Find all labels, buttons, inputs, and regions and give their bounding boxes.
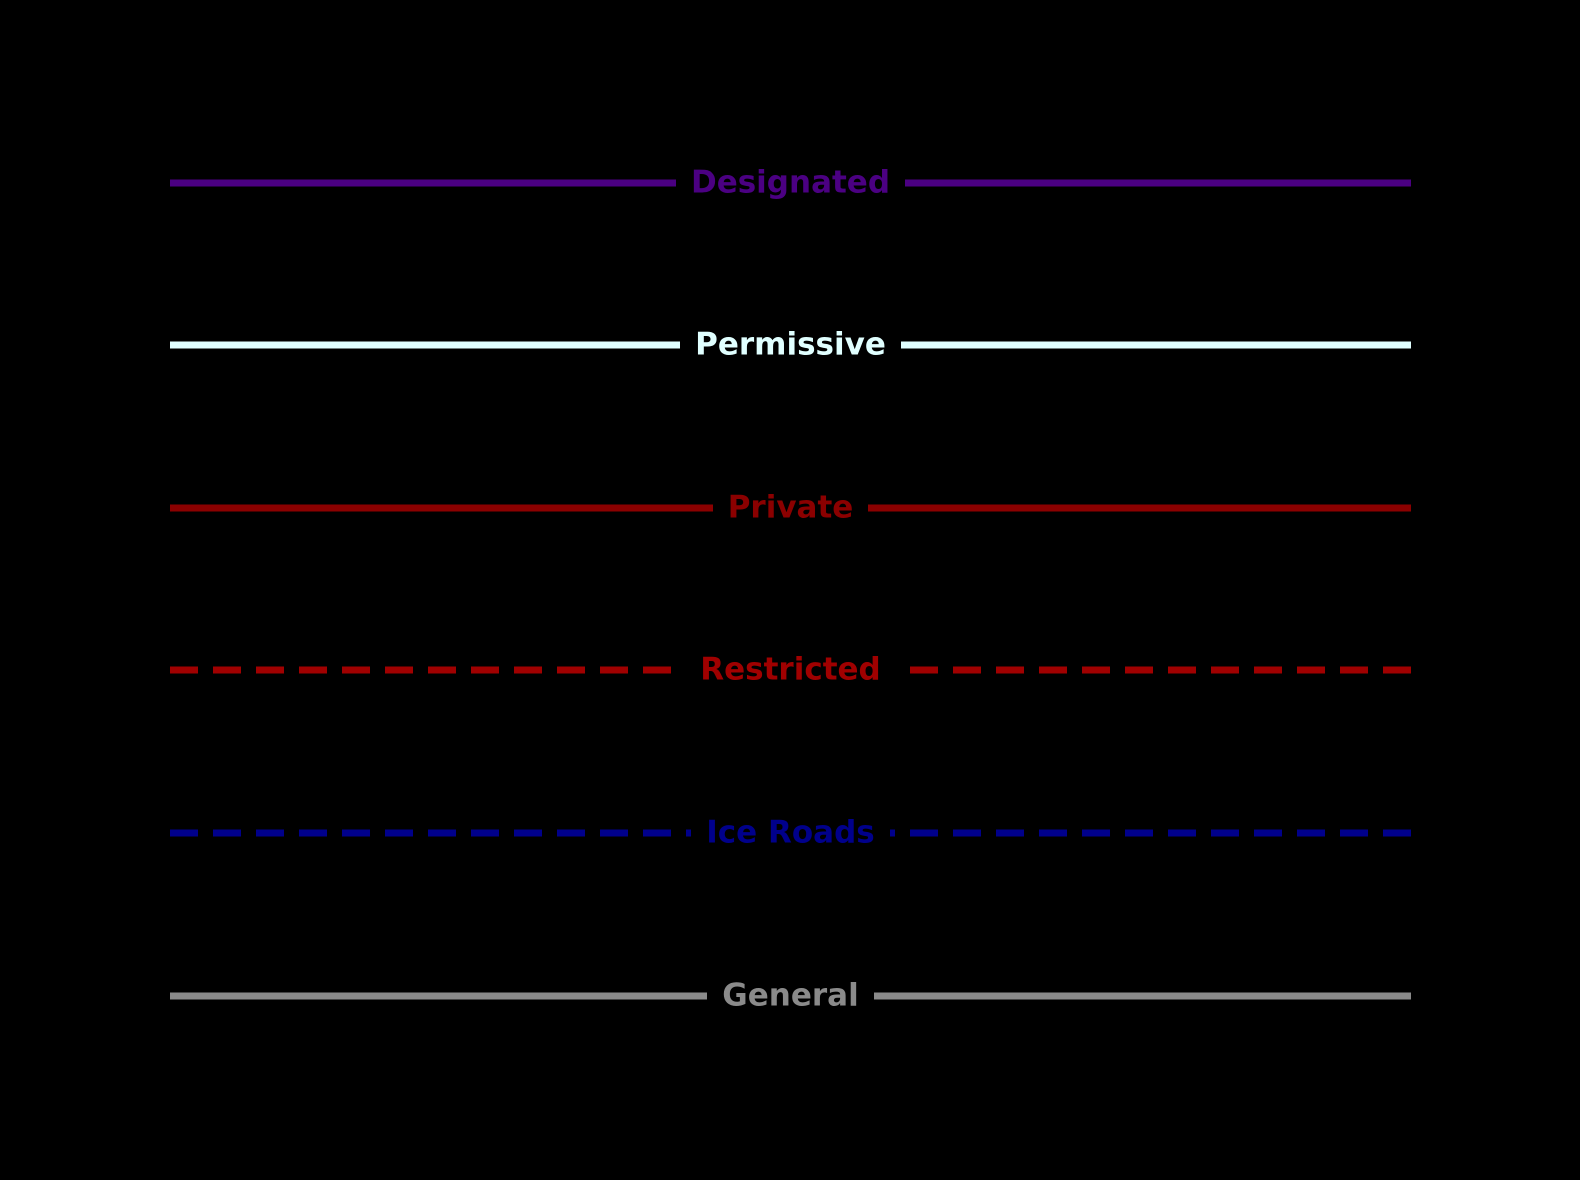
legend-line-right [900, 341, 1412, 349]
legend-label: Ice Roads [706, 814, 875, 851]
legend-row-general: General [170, 977, 1411, 1014]
legend-line-left [170, 992, 708, 1000]
legend-line-left [170, 666, 686, 674]
legend-row-private: Private [170, 489, 1412, 526]
legend-label: Restricted [700, 651, 881, 688]
legend-line-right [895, 666, 1411, 674]
legend-line-right [868, 504, 1412, 512]
legend-line-left [170, 179, 676, 187]
legend-label: General [722, 977, 859, 1014]
legend-row-permissive: Permissive [170, 326, 1412, 363]
legend-label: Private [727, 489, 854, 526]
legend-line-left [170, 504, 713, 512]
legend-line-right [873, 992, 1411, 1000]
legend-row-ice-roads: Ice Roads [170, 814, 1411, 851]
legend-line-left [170, 341, 681, 349]
legend-line-left [170, 829, 692, 837]
legend-row-restricted: Restricted [170, 651, 1411, 688]
legend-line-right [889, 829, 1411, 837]
legend-label: Designated [690, 164, 891, 201]
legend-label: Permissive [695, 326, 886, 363]
legend-row-designated: Designated [170, 164, 1411, 201]
legend-line-right [905, 179, 1411, 187]
